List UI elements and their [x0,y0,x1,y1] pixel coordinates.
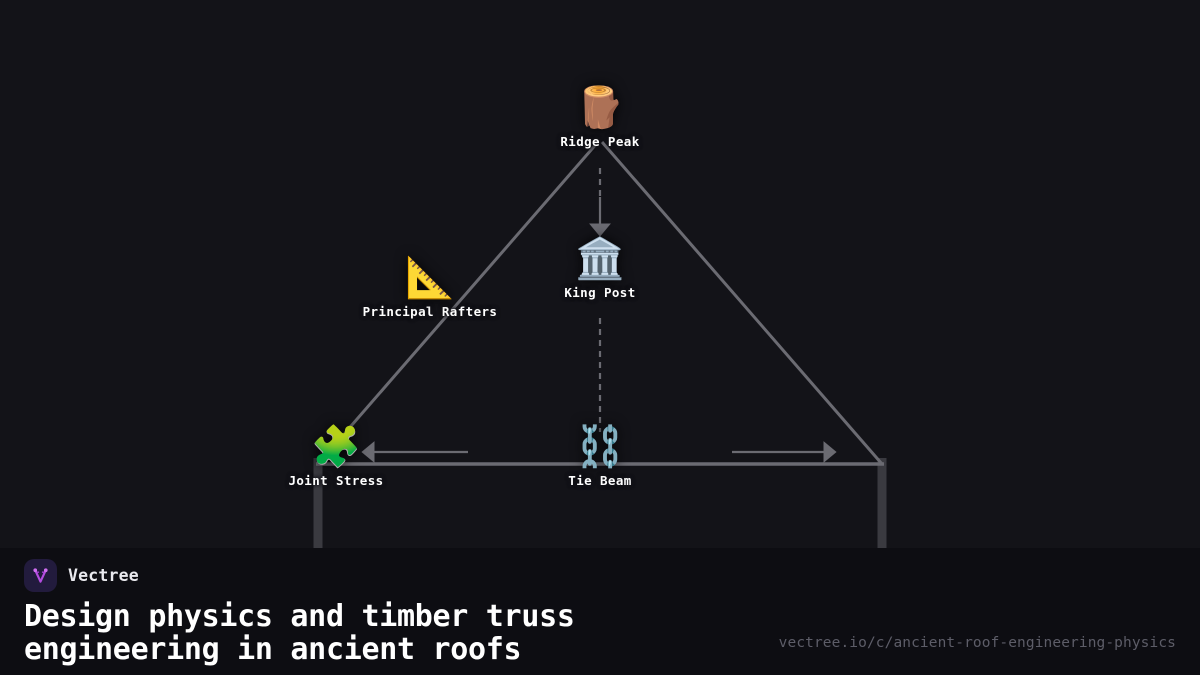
node-label-principal-rafters: Principal Rafters [362,304,498,319]
vectree-logo-icon [24,559,57,592]
brand[interactable]: Vectree [24,559,139,592]
right-rafter-edge [600,141,884,465]
left-rafter-edge [316,141,600,465]
triangular-ruler-icon: 📐 [405,255,455,301]
truss-diagram-canvas: 🪵 Ridge Peak 🏛️ King Post 📐 Principal Ra… [216,85,887,548]
node-label-king-post: King Post [564,285,636,300]
footer-bar: Vectree Design physics and timber truss … [0,548,1200,675]
node-tie-beam[interactable]: ⛓️ Tie Beam [480,424,720,488]
source-url: vectree.io/c/ancient-roof-engineering-ph… [778,635,1176,651]
node-label-joint-stress: Joint Stress [288,473,384,488]
node-label-tie-beam: Tie Beam [568,473,632,488]
wood-log-icon: 🪵 [575,85,625,131]
node-label-ridge-peak: Ridge Peak [560,134,640,149]
diagram-svg [313,141,887,548]
puzzle-piece-icon: 🧩 [311,424,361,470]
brand-name: Vectree [68,566,139,585]
node-joint-stress[interactable]: 🧩 Joint Stress [216,424,456,488]
node-principal-rafters[interactable]: 📐 Principal Rafters [310,255,550,319]
node-ridge-peak[interactable]: 🪵 Ridge Peak [480,85,720,149]
page-title: Design physics and timber truss engineer… [24,599,575,667]
classical-building-icon: 🏛️ [575,236,625,282]
node-king-post[interactable]: 🏛️ King Post [480,236,720,300]
chain-links-icon: ⛓️ [575,424,625,470]
